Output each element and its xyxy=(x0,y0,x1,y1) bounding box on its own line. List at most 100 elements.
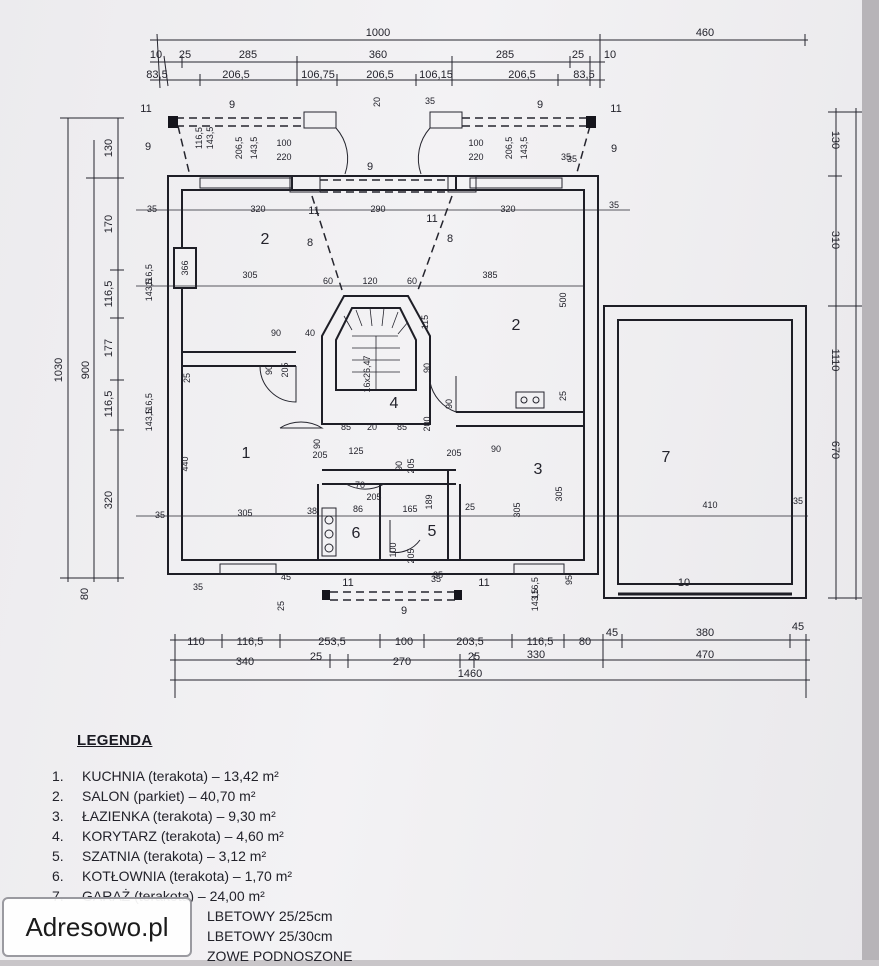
interior-dim-label: 320 xyxy=(500,204,515,214)
interior-dim-label: 90 xyxy=(394,461,404,471)
interior-dim-label: 116,5 xyxy=(530,577,540,599)
left-dim-label: 177 xyxy=(103,339,115,357)
bottom-total-label: 1460 xyxy=(458,668,482,680)
element-marker-label: 9 xyxy=(229,99,235,111)
interior-dim-label: 305 xyxy=(242,270,257,280)
top-dim-label: 25 xyxy=(179,49,191,61)
top-dim-label: 285 xyxy=(496,49,514,61)
watermark-logo[interactable]: Adresowo.pl xyxy=(2,897,192,957)
bottom-dim-label: 203,5 xyxy=(456,636,484,648)
element-marker-label: 11 xyxy=(478,577,489,589)
interior-dim-label: 35 xyxy=(561,152,571,162)
fixtures xyxy=(321,391,545,557)
element-marker-label: 11 xyxy=(308,205,319,217)
interior-dim-label: 440 xyxy=(180,456,190,471)
top-dim-label: 10 xyxy=(150,49,162,61)
bottom-dim-label: 380 xyxy=(696,627,714,639)
bottom-dim-label: 110 xyxy=(187,636,205,648)
interior-dim-label: 35 xyxy=(793,496,803,506)
pergola-beams xyxy=(176,117,591,601)
interior-dim-label: 115 xyxy=(420,315,430,329)
top-dim-label: 1000 xyxy=(366,27,390,39)
left-dim-label: 130 xyxy=(103,139,115,157)
interior-dim-label: 45 xyxy=(281,572,291,582)
interior-dim-label: 125 xyxy=(348,446,363,456)
bottom-ticks xyxy=(174,634,807,698)
bottom-dim-label: 100 xyxy=(395,636,413,648)
interior-dim-label: 86 xyxy=(353,504,363,514)
left-ticks xyxy=(60,117,124,579)
interior-dim-label: 25 xyxy=(276,601,286,611)
top-dim-label: 106,75 xyxy=(301,69,335,81)
interior-dim-label: 35 xyxy=(155,510,165,520)
interior-dim-label: 116,5 xyxy=(144,393,154,415)
room-number-label: 2 xyxy=(512,317,521,334)
left-dim-label: 80 xyxy=(79,588,91,600)
inner-wall xyxy=(181,189,585,561)
legend-item: 1.KUCHNIA (terakota) – 13,42 m² xyxy=(52,768,279,784)
interior-dim-label: 35 xyxy=(431,574,441,584)
interior-dim-label: 165 xyxy=(402,504,417,514)
interior-dim-label: 20 xyxy=(372,97,382,107)
element-marker-label: 9 xyxy=(145,141,151,153)
element-marker-label: 11 xyxy=(610,103,621,115)
interior-dim-label: 90 xyxy=(264,365,274,375)
interior-dim-label: 320 xyxy=(250,204,265,214)
pergola-posts xyxy=(168,116,596,600)
interior-dim-label: 85 xyxy=(341,422,351,432)
element-marker-label: 8 xyxy=(447,233,453,245)
interior-dim-label: 25 xyxy=(465,502,475,512)
interior-dim-label: 205 xyxy=(406,548,416,563)
interior-dim-label: 385 xyxy=(482,270,497,280)
left-dim-label: 900 xyxy=(80,361,92,379)
element-marker-label: 8 xyxy=(307,237,313,249)
room-number-label: 3 xyxy=(534,461,543,478)
interior-dim-label: 35 xyxy=(193,582,203,592)
interior-dim-label: 90 xyxy=(271,328,281,338)
top-dim-label: 460 xyxy=(696,27,714,39)
right-dim-label: 130 xyxy=(829,131,841,149)
interior-dim-label: 85 xyxy=(397,422,407,432)
garage-inner-wall xyxy=(617,319,793,585)
interior-dim-label: 35 xyxy=(147,204,157,214)
interior-dim-label: 90 xyxy=(312,439,322,449)
element-marker-label: 11 xyxy=(342,577,353,589)
interior-dim-label: 220 xyxy=(276,152,291,162)
top-dim-label: 285 xyxy=(239,49,257,61)
interior-dim-label: 206,5 xyxy=(504,137,514,160)
interior-dim-label: 116,5 xyxy=(194,127,204,149)
sheet-edge xyxy=(862,0,879,960)
interior-dim-label: 189 xyxy=(424,494,434,509)
floor-plan: 10004601025285360285251083,5206,5106,752… xyxy=(53,27,862,698)
top-dim-label: 10 xyxy=(604,49,616,61)
door-swings xyxy=(259,127,457,553)
interior-dim-label: 143,5 xyxy=(519,137,529,160)
top-dim-label: 360 xyxy=(369,49,387,61)
interior-dim-label: 206,5 xyxy=(234,137,244,160)
bottom-dim-label: 116,5 xyxy=(237,636,264,648)
element-marker-label: 9 xyxy=(367,161,373,173)
element-marker-label: 10 xyxy=(678,577,690,589)
interior-dim-label: 143,5 xyxy=(144,279,154,302)
outer-wall xyxy=(167,175,599,575)
bottom-dim-label: 270 xyxy=(393,656,411,668)
garage-outer-wall xyxy=(603,305,807,599)
interior-dim-label: 305 xyxy=(512,502,522,517)
interior-dim-label: 90 xyxy=(491,444,501,454)
room-number-label: 7 xyxy=(662,449,671,466)
legend-item: 6.KOTŁOWNIA (terakota) – 1,70 m² xyxy=(52,868,293,884)
interior-dim-label: 205 xyxy=(406,458,416,473)
interior-dim-label: 205 xyxy=(446,448,461,458)
bottom-dim-label: 45 xyxy=(606,627,618,639)
interior-dim-label: 100 xyxy=(468,138,483,148)
top-dim-label: 206,5 xyxy=(366,69,394,81)
room-number-label: 4 xyxy=(390,395,399,412)
top-dim-label: 83,5 xyxy=(573,69,594,81)
interior-dim-label: 143,5 xyxy=(205,127,215,150)
room-number-label: 5 xyxy=(428,523,437,540)
interior-dim-label: 205 xyxy=(280,362,290,377)
interior-dim-label: 366 xyxy=(180,260,190,275)
interior-dim-label: 200 xyxy=(422,416,432,431)
interior-dim-label: 70 xyxy=(355,480,365,490)
legend-item: LBETOWY 25/25cm xyxy=(207,908,333,924)
